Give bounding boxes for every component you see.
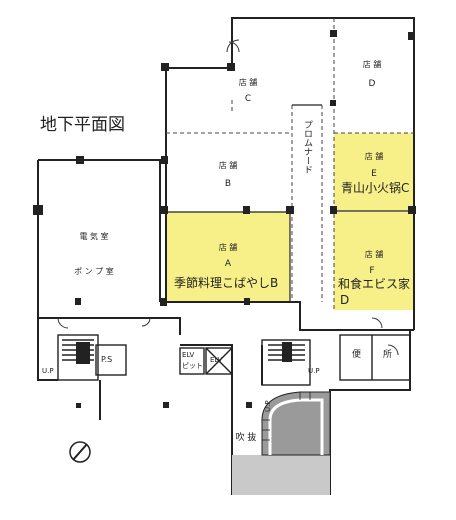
shop-d-letter: D [369, 79, 376, 89]
shop-d-label: 店 舗 [363, 59, 382, 69]
promenade-label: プロムナード [302, 120, 313, 174]
shop-f-tenant-suffix: D [340, 293, 349, 307]
pipe-shaft-label: P.S [101, 355, 112, 364]
stair-up-label: U.P [264, 400, 272, 412]
shop-f-tenant: 和食エビス家 [338, 276, 410, 291]
shop-b-label: 店 舗 [219, 160, 238, 170]
shop-c-label: 店 舗 [239, 77, 258, 87]
shop-c-letter: C [245, 94, 251, 104]
elv-pit-label: ELV [182, 351, 195, 359]
shop-e-letter: E [371, 169, 377, 179]
left-up-label: U.P [42, 367, 54, 375]
void-label: 吹 抜 [236, 431, 257, 443]
electrical-room-label: 電 気 室 [79, 231, 108, 241]
left-stair-dark [76, 342, 90, 364]
toilet-label-2: 所 [383, 349, 392, 360]
shop-e-highlight [334, 133, 414, 211]
shop-a-tenant: 季節料理こばやしB [174, 275, 278, 290]
pump-room-label: ポ ン プ 室 [74, 266, 114, 276]
shop-a-letter: A [225, 259, 232, 269]
structural-columns [33, 30, 416, 408]
elevator-label: ELV [210, 356, 223, 364]
toilet-label: 便 [352, 348, 361, 360]
central-stair [232, 391, 331, 495]
right-stair-dark [282, 342, 292, 362]
right-stair-block [261, 334, 411, 386]
elv-pit-label-2: ピット [182, 362, 203, 370]
shop-a-label: 店 舗 [219, 242, 238, 252]
shop-e-label: 店 舗 [365, 151, 384, 161]
right-up-label: U.P [308, 367, 320, 375]
shop-e-tenant: 青山小火锅C [341, 180, 409, 195]
shop-a-highlight [166, 212, 290, 302]
floor-plan-title: 地下平面図 [40, 115, 125, 135]
shop-f-highlight [334, 212, 414, 310]
shop-f-letter: F [369, 266, 374, 276]
left-stair-block [57, 334, 127, 381]
north-compass-icon [69, 441, 91, 463]
door-swings [57, 39, 399, 356]
shop-f-label: 店 舗 [365, 249, 384, 259]
shop-b-letter: B [225, 179, 231, 189]
elevator-shafts [179, 347, 233, 375]
dashed-partitions [166, 18, 414, 310]
solid-partitions [166, 104, 414, 302]
